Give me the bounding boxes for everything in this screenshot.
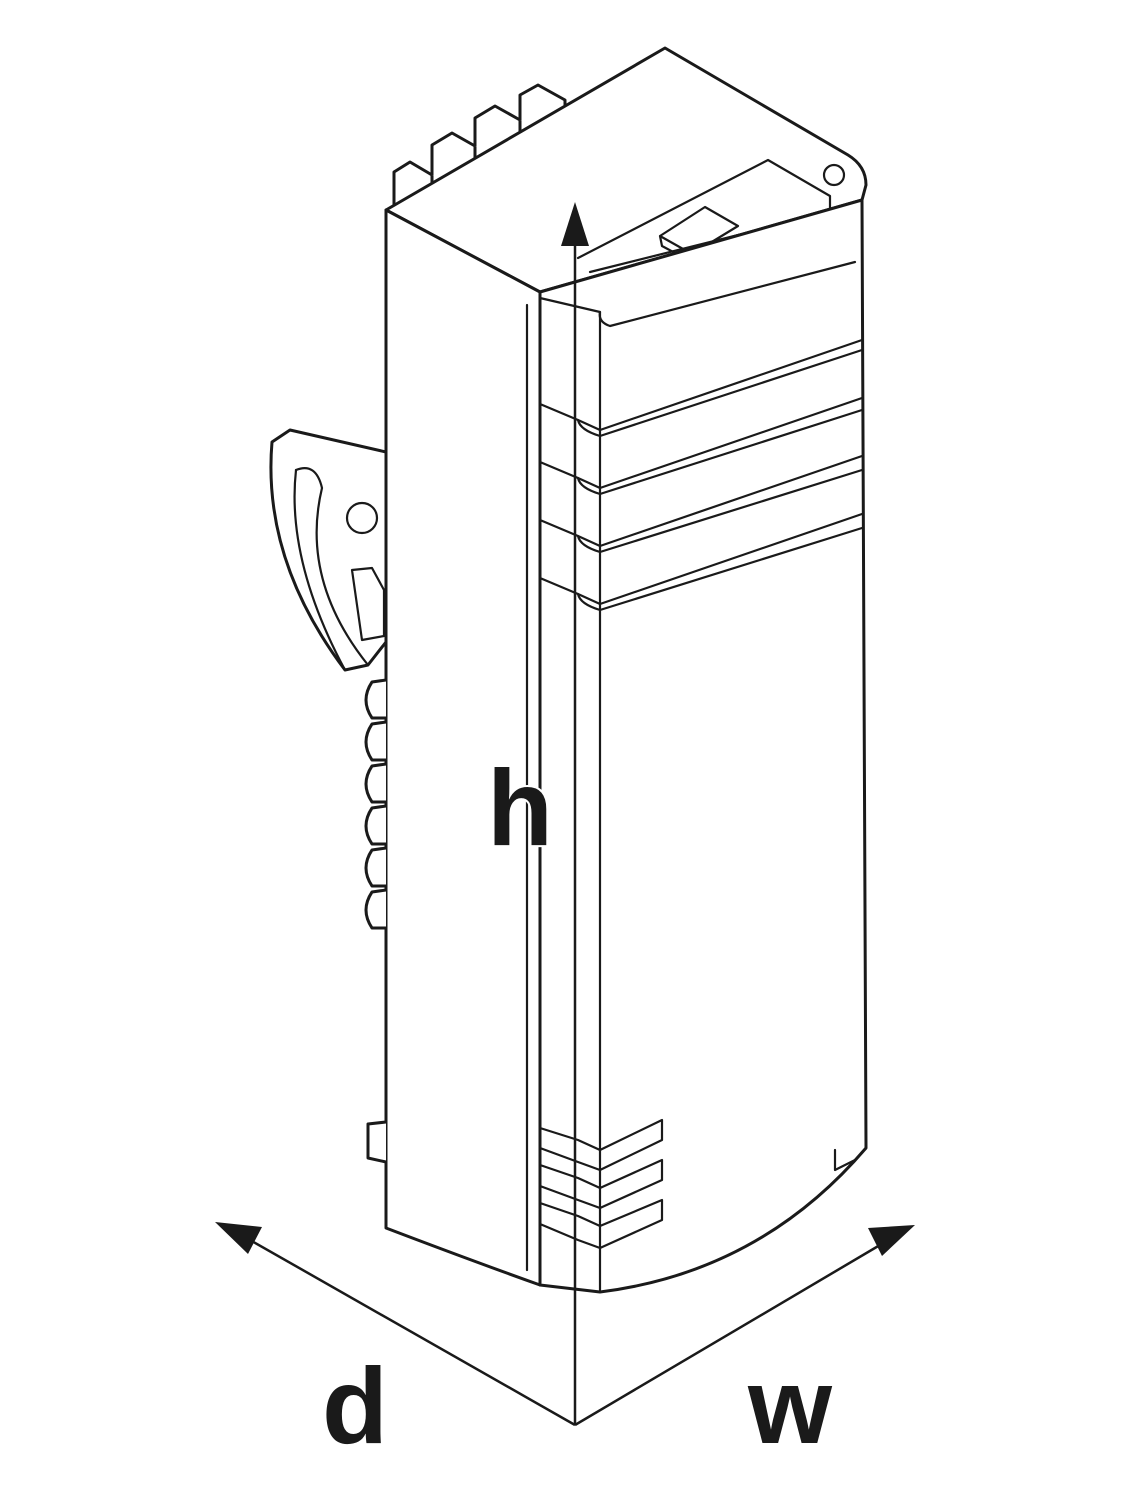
bottom-left-foot xyxy=(366,1120,387,1164)
bottom-notch xyxy=(833,1148,857,1172)
right-face-top-cap xyxy=(598,260,857,328)
mounting-clip xyxy=(269,428,388,672)
width-dimension-arrow xyxy=(574,1225,915,1427)
top-face xyxy=(384,46,868,294)
lower-grooves xyxy=(538,1118,664,1250)
height-arrowhead xyxy=(561,202,589,246)
upper-grooves xyxy=(538,338,864,612)
width-label: w xyxy=(747,1345,833,1466)
top-screw-hole xyxy=(822,163,846,187)
depth-arrowhead xyxy=(215,1222,262,1254)
height-dimension-arrow xyxy=(561,202,589,1425)
depth-label: d xyxy=(322,1345,388,1466)
height-label: h xyxy=(487,747,553,868)
side-ridges xyxy=(364,678,387,930)
depth-dimension-arrow xyxy=(215,1222,576,1427)
width-arrowhead xyxy=(868,1225,915,1256)
